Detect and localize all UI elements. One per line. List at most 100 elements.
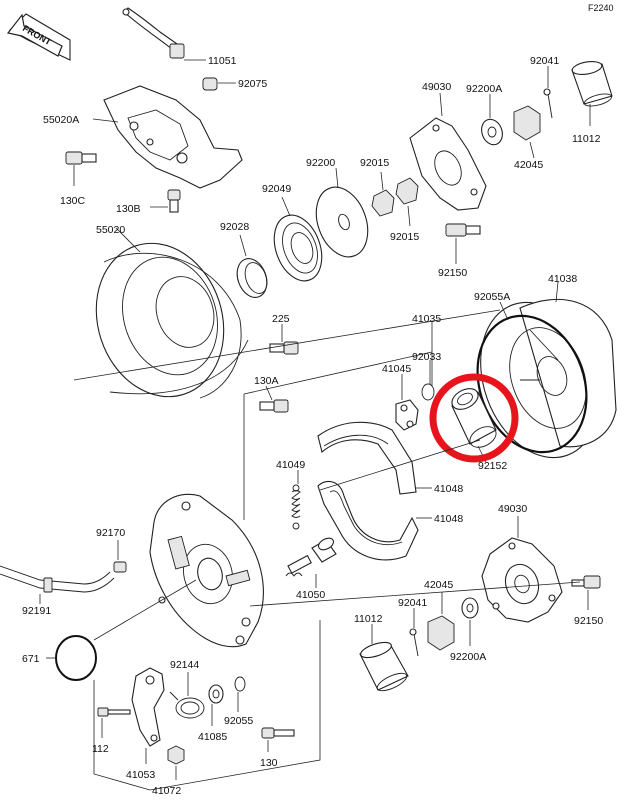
leader-92200 [335, 167, 339, 189]
brake-drum-41038 [480, 298, 617, 459]
label-130C: 130C [60, 195, 86, 207]
cover-55020A [103, 85, 243, 189]
label-92152: 92152 [478, 460, 507, 472]
o-ring-92055 [234, 676, 246, 692]
circlip-92033 [421, 383, 435, 401]
hub-49030a [409, 117, 487, 211]
bolt-130A [259, 399, 289, 413]
label-130B: 130B [116, 203, 141, 215]
bolt-130B [167, 189, 181, 213]
label-41045: 41045 [382, 363, 411, 375]
leader-55020 [115, 227, 141, 253]
washer-92200Aa [481, 118, 503, 146]
label-92191: 92191 [22, 605, 51, 617]
plate-41045 [395, 399, 419, 431]
label-92150b: 92150 [574, 615, 603, 627]
nut-92015b [395, 177, 419, 205]
o-ring-671 [55, 635, 97, 681]
washer-92200 [315, 186, 369, 258]
label-92170: 92170 [96, 527, 125, 539]
brake-shoe-upper [317, 421, 417, 495]
label-130: 130 [260, 757, 278, 769]
leader-130A [265, 385, 273, 401]
label-41048b: 41048 [434, 513, 463, 525]
nut-42045b [427, 615, 455, 651]
spring-92144 [169, 691, 205, 719]
leader-92015b [407, 205, 411, 227]
label-92041a: 92041 [530, 55, 559, 67]
label-92200Ab: 92200A [450, 651, 486, 663]
cap-11012b [359, 641, 409, 692]
leader-55020A [92, 118, 119, 123]
label-92200Aa: 92200A [466, 83, 502, 95]
label-92075: 92075 [238, 78, 267, 90]
label-11012b: 11012 [354, 613, 383, 625]
nut-92015a [371, 189, 395, 217]
bolt-92150b [571, 575, 601, 589]
washer-92200Ab [461, 597, 479, 619]
label-42045b: 42045 [424, 579, 453, 591]
label-42045a: 42045 [514, 159, 543, 171]
pin-92041b [409, 628, 419, 657]
leader-92015a [380, 171, 384, 191]
bolt-130 [261, 727, 295, 739]
label-41050: 41050 [296, 589, 325, 601]
seal-92049 [273, 214, 323, 282]
label-49030b: 49030 [498, 503, 527, 515]
axis-line-middle [319, 439, 481, 491]
leader-41038 [555, 281, 559, 303]
pin-92041a [543, 88, 553, 119]
label-41048a: 41048 [434, 483, 463, 495]
label-41072: 41072 [152, 785, 181, 797]
label-49030a: 49030 [422, 81, 451, 93]
label-41085: 41085 [198, 731, 227, 743]
bolt-130C [65, 151, 97, 165]
label-92150a: 92150 [438, 267, 467, 279]
label-41035: 41035 [412, 313, 441, 325]
label-41038: 41038 [548, 273, 577, 285]
leader-671-link [93, 579, 197, 641]
ring-92028 [236, 258, 268, 298]
drum-housing-55020 [95, 242, 249, 399]
label-92015b: 92015 [390, 231, 419, 243]
spring-41049 [291, 484, 301, 530]
label-41053: 41053 [126, 769, 155, 781]
nut-42045a [513, 105, 541, 141]
figure-ref: F2240 [588, 3, 614, 13]
label-112: 112 [92, 743, 109, 755]
label-671: 671 [22, 653, 40, 665]
cap-92075 [202, 77, 218, 91]
axis-line-lower [249, 581, 581, 607]
cap-11012a [571, 60, 613, 107]
washer-41085 [208, 684, 224, 704]
hose-92191 [0, 565, 115, 593]
leader-92028 [239, 234, 247, 257]
label-92055A: 92055A [474, 291, 510, 303]
label-92144: 92144 [170, 659, 199, 671]
bushing-92152 [451, 388, 497, 448]
label-41049: 41049 [276, 459, 305, 471]
leader-49030a [439, 92, 443, 117]
nut-41072 [167, 745, 185, 765]
label-55020: 55020 [96, 224, 125, 236]
leader-42045a [529, 141, 535, 159]
lever-41053 [131, 667, 165, 747]
front-arrow-icon [6, 13, 71, 61]
label-92028: 92028 [220, 221, 249, 233]
brake-shoe-lower [317, 480, 419, 561]
hub-49030b [481, 537, 563, 623]
bolt-112 [97, 707, 131, 717]
label-92055: 92055 [224, 715, 253, 727]
label-225: 225 [272, 313, 290, 325]
label-92200: 92200 [306, 157, 335, 169]
leader-92049 [281, 196, 291, 217]
label-11051: 11051 [208, 55, 237, 67]
cam-shaft-41050 [285, 537, 337, 577]
label-92033: 92033 [412, 351, 441, 363]
clip-92170 [113, 561, 127, 573]
label-92049: 92049 [262, 183, 291, 195]
axis-line-upper [73, 309, 501, 381]
label-55020A: 55020A [43, 114, 79, 126]
